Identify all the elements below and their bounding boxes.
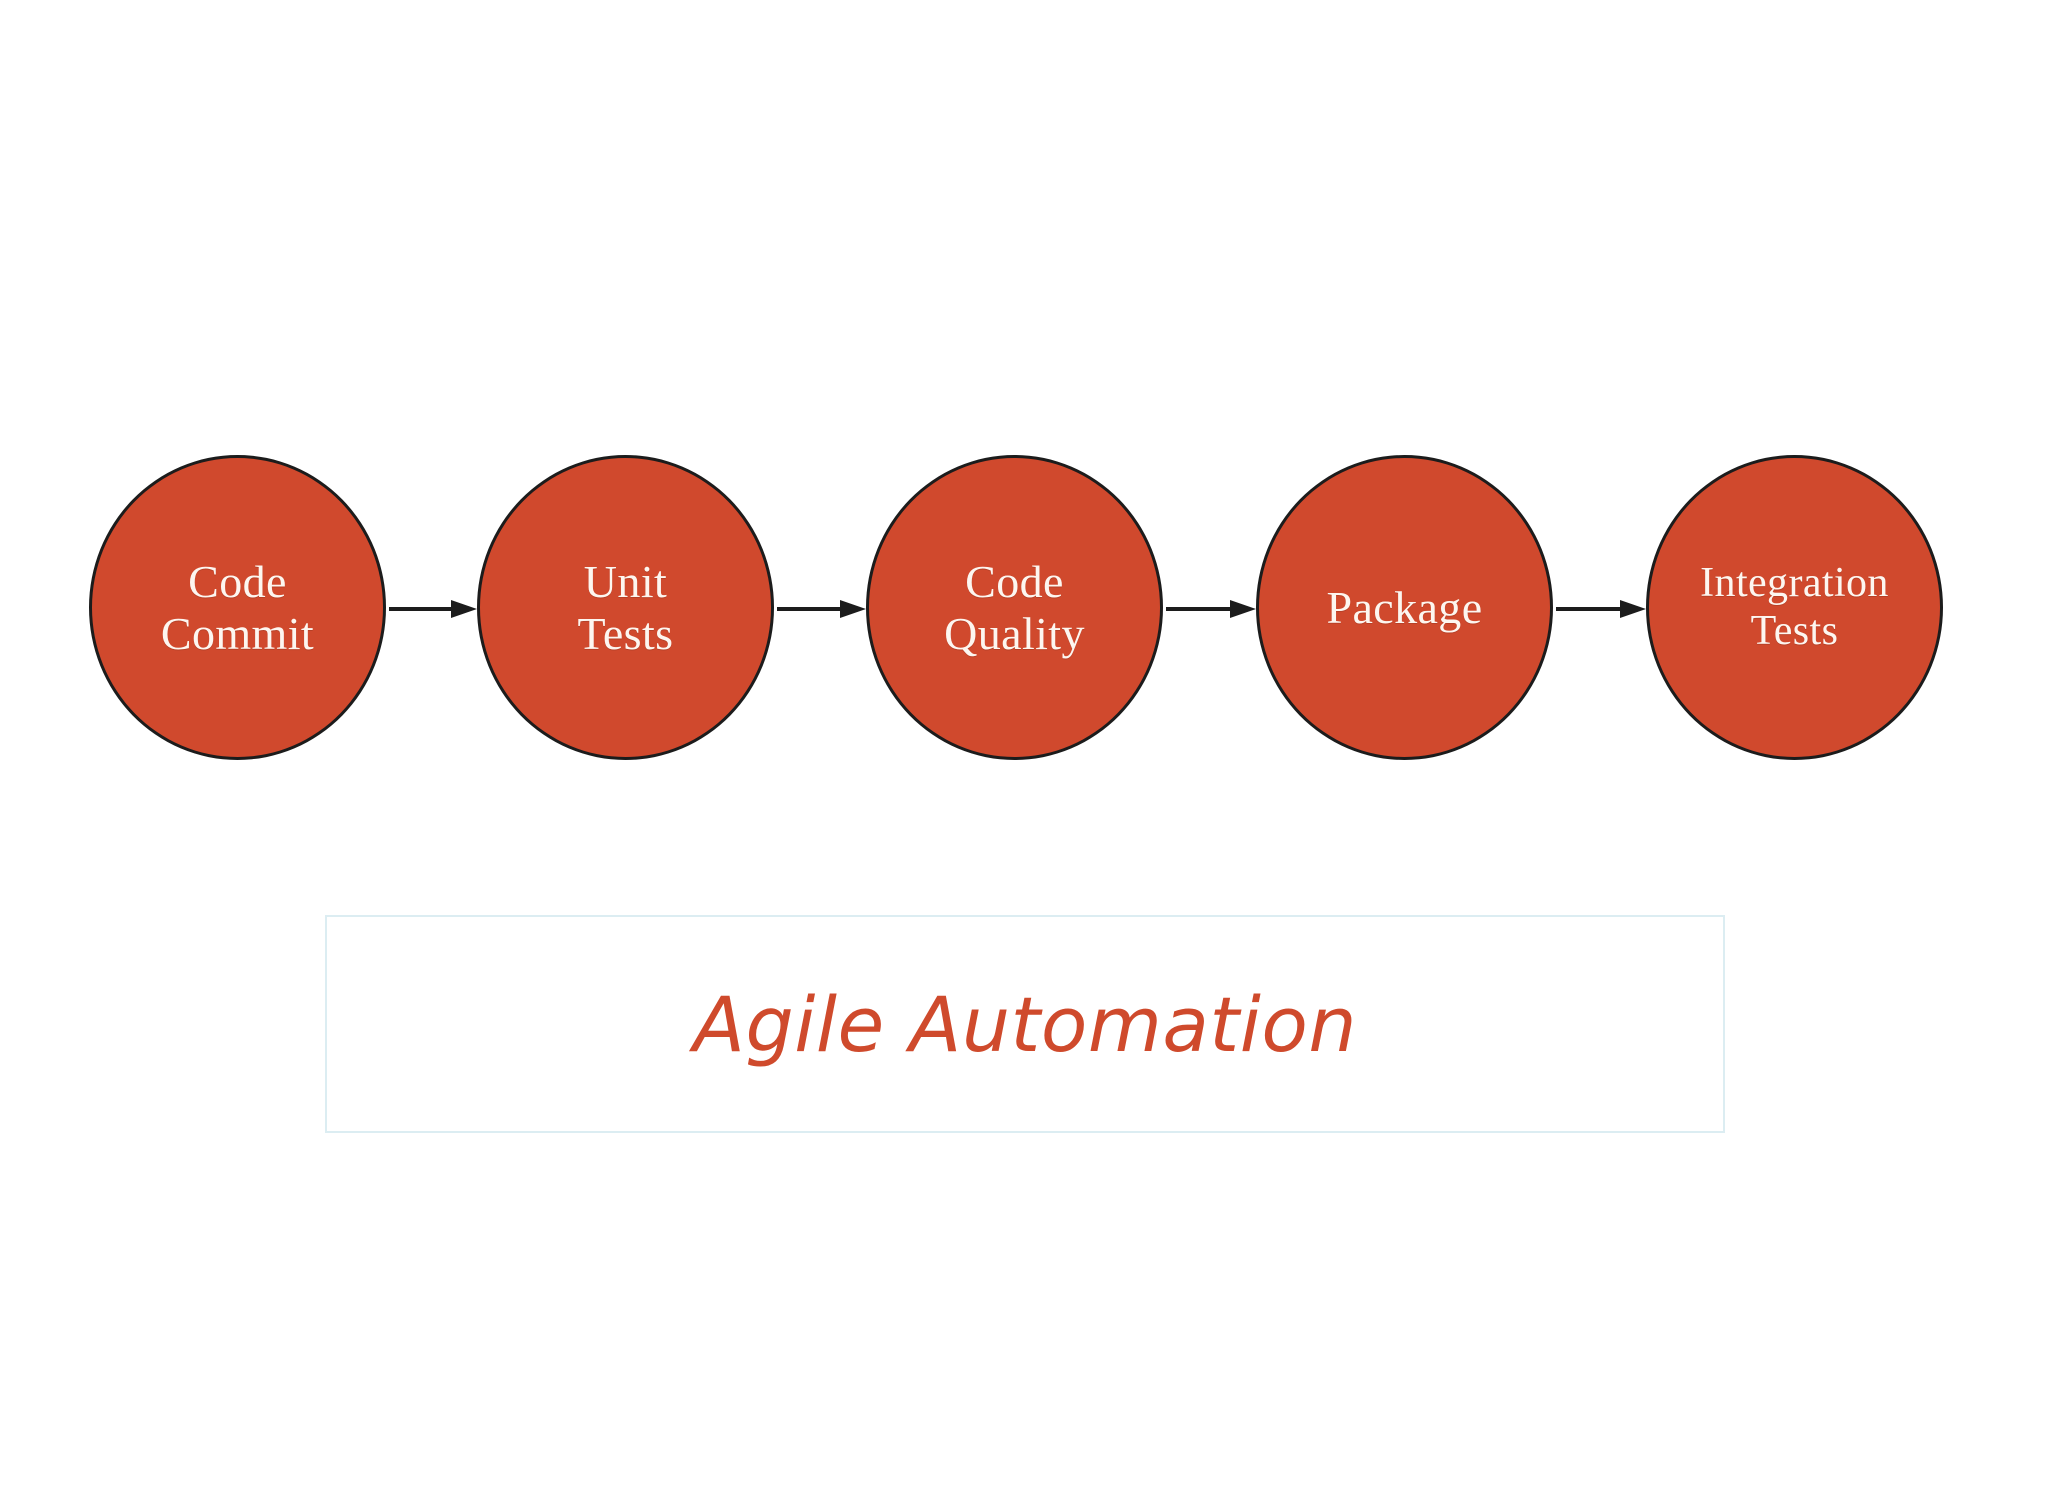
arrow-icon-unit-tests-to-code-quality [777,600,866,618]
arrow-icon-code-quality-to-package [1166,600,1256,618]
arrow-shaft [777,607,840,611]
pipeline-node-label: Package [1326,581,1483,633]
caption-title: Agile Automation [692,979,1358,1069]
pipeline-node-code-quality[interactable]: Code Quality [866,455,1163,760]
arrow-head [840,600,866,618]
arrow-head [1620,600,1646,618]
pipeline-node-label: Unit Tests [577,555,674,659]
pipeline-node-integration-tests[interactable]: Integration Tests [1646,455,1943,760]
arrow-icon-package-to-integration-tests [1556,600,1646,618]
arrow-shaft [1556,607,1620,611]
pipeline-node-unit-tests[interactable]: Unit Tests [477,455,774,760]
arrow-head [451,600,477,618]
pipeline-node-label: Code Quality [944,555,1085,659]
pipeline-node-label: Integration Tests [1700,560,1889,654]
pipeline-node-package[interactable]: Package [1256,455,1553,760]
arrow-shaft [389,607,451,611]
arrow-icon-code-commit-to-unit-tests [389,600,477,618]
pipeline-node-row: Code Commit Unit Tests Code Quality Pack… [0,455,2048,765]
pipeline-node-code-commit[interactable]: Code Commit [89,455,386,760]
caption-panel[interactable]: Agile Automation [325,915,1725,1133]
arrow-head [1230,600,1256,618]
pipeline-node-label: Code Commit [160,555,315,659]
arrow-shaft [1166,607,1230,611]
